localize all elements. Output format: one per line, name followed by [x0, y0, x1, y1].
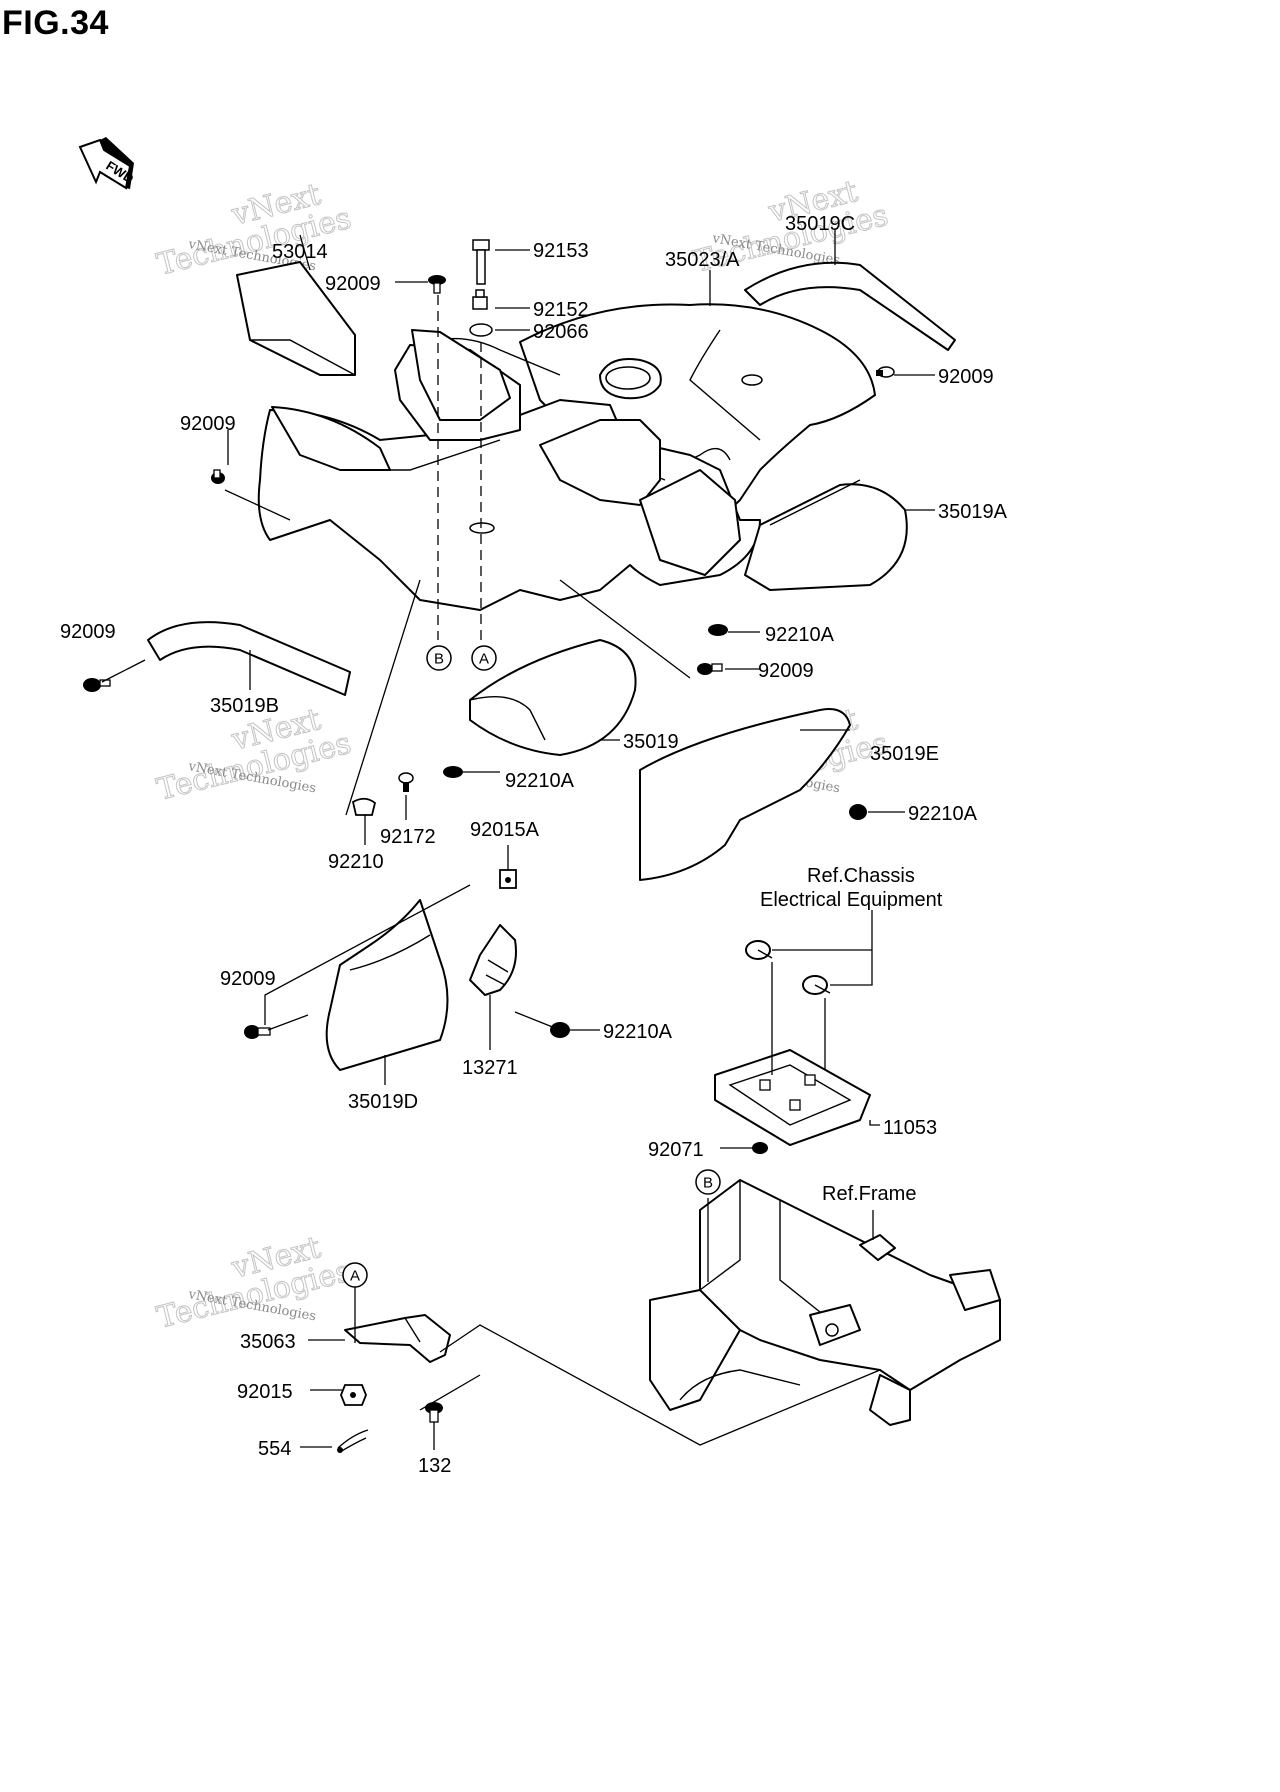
figure-title: FIG.34	[2, 4, 109, 42]
ref-marker-a-bracket: A	[342, 1262, 368, 1288]
label-92009-d: 92009	[220, 968, 276, 990]
part-labels: 53014 92009 92153 92152 92066 35023/A 35…	[60, 213, 1008, 1477]
grommet-92210A-mid-icon	[443, 766, 463, 778]
label-53014: 53014	[272, 241, 328, 263]
ref-marker-a-top: A	[471, 645, 497, 671]
label-35019D: 35019D	[348, 1091, 418, 1113]
ref-chassis-line2: Electrical Equipment	[760, 889, 943, 911]
label-132: 132	[418, 1455, 451, 1477]
flap-35019C	[744, 261, 956, 351]
label-35019B: 35019B	[210, 695, 279, 717]
label-92015: 92015	[237, 1381, 293, 1403]
ref-marker-b-top: B	[426, 645, 452, 671]
screw-92009-d-icon	[244, 1025, 271, 1039]
flap-35019B	[147, 621, 351, 696]
panel-35019A	[744, 483, 908, 591]
cover-35019E	[639, 708, 851, 881]
nut-92071-icon	[752, 1142, 768, 1154]
label-92015A: 92015A	[470, 819, 540, 841]
bolt-92152-icon	[472, 289, 488, 310]
label-92009-mid: 92009	[758, 660, 814, 682]
seat-bracket	[411, 329, 511, 421]
label-92210A-r1: 92210A	[765, 624, 835, 646]
ref-chassis-line1: Ref.Chassis	[807, 865, 915, 887]
fwd-arrow-icon: FWD	[78, 137, 136, 190]
bracket-35063	[344, 1314, 451, 1363]
nut-92015A-icon	[499, 869, 517, 889]
watermark-5: vNext Technologies vNext Technologies	[153, 1230, 355, 1337]
washer-92066-icon	[469, 323, 493, 337]
label-92210A-r2: 92210A	[908, 803, 978, 825]
label-92009-top: 92009	[325, 273, 381, 295]
fastener-icons	[83, 239, 895, 1453]
grommet-92210A-r2-icon	[849, 804, 867, 820]
svg-text:A: A	[350, 1268, 360, 1285]
label-92153: 92153	[533, 240, 589, 262]
ref-frame: Ref.Frame	[822, 1183, 916, 1205]
label-92071: 92071	[648, 1139, 704, 1161]
grommet-92210-icon	[351, 797, 377, 816]
label-35023A: 35023/A	[665, 249, 740, 271]
label-92066: 92066	[533, 321, 589, 343]
side-panel-left	[271, 406, 391, 471]
label-92172: 92172	[380, 826, 436, 848]
label-13271: 13271	[462, 1057, 518, 1079]
label-92210A-d: 92210A	[603, 1021, 673, 1043]
ref-marker-b-frame: B	[695, 1169, 721, 1195]
grommet-92210A-r1-icon	[708, 624, 728, 636]
label-35019E: 35019E	[870, 743, 939, 765]
label-92009-lower-left: 92009	[60, 621, 116, 643]
chassis-clip-2	[802, 975, 831, 995]
svg-text:B: B	[703, 1175, 713, 1192]
label-35063: 35063	[240, 1331, 296, 1353]
screw-92009-right-icon	[876, 366, 895, 378]
label-554: 554	[258, 1438, 291, 1460]
battery-tray-11053	[714, 1049, 871, 1146]
label-92152: 92152	[533, 299, 589, 321]
label-92210: 92210	[328, 851, 384, 873]
mudguard-35019	[469, 639, 637, 756]
watermark-2: vNext Technologies vNext Technologies	[690, 174, 892, 281]
svg-text:B: B	[434, 651, 444, 668]
chassis-clip-1	[745, 940, 773, 960]
frame	[649, 1179, 1001, 1426]
screw-92009-left-icon	[211, 469, 225, 484]
watermark-3: vNext Technologies vNext Technologies	[153, 702, 355, 809]
bolt-92153-icon	[472, 239, 490, 285]
label-35019C: 35019C	[785, 213, 855, 235]
label-35019: 35019	[623, 731, 679, 753]
label-92210A-mid: 92210A	[505, 770, 575, 792]
pin-554-icon	[337, 1429, 369, 1453]
screw-92009-top-icon	[428, 275, 446, 294]
plate-13271	[469, 924, 517, 996]
watermark-1: vNext Technologies vNext Technologies	[153, 177, 355, 284]
svg-text:A: A	[479, 651, 489, 668]
label-92009-right: 92009	[938, 366, 994, 388]
label-35019A: 35019A	[938, 501, 1008, 523]
label-92009-left: 92009	[180, 413, 236, 435]
label-11053: 11053	[883, 1117, 937, 1139]
screw-92009-mid-icon	[697, 663, 723, 675]
nut-92015-icon	[340, 1384, 367, 1406]
screw-92172-icon	[398, 772, 414, 792]
leader-lines	[101, 230, 935, 1450]
guard-35019D	[325, 899, 449, 1071]
